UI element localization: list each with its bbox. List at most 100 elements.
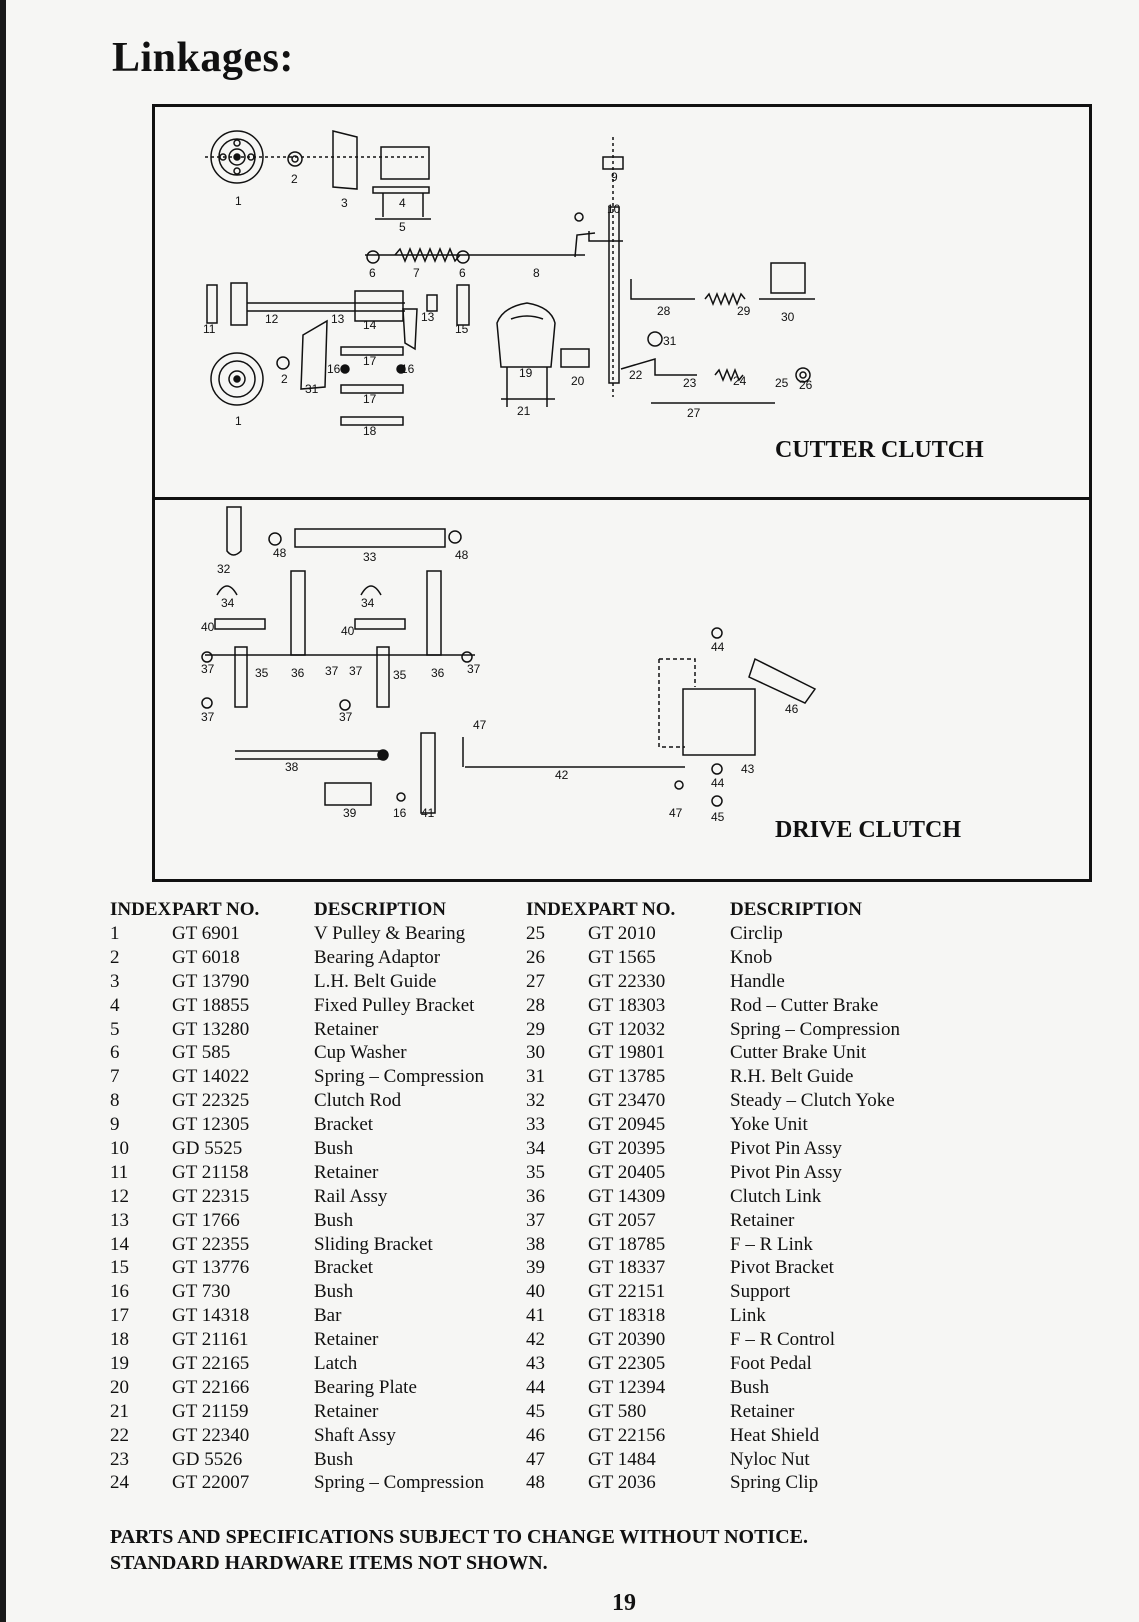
part-number: GT 20395 xyxy=(588,1138,666,1160)
part-index: 31 xyxy=(526,1066,545,1088)
part-description: Spring – Compression xyxy=(730,1018,900,1040)
part-index: 1 xyxy=(110,923,120,944)
part-index: 48 xyxy=(526,1472,545,1494)
svg-text:15: 15 xyxy=(455,322,469,336)
svg-text:34: 34 xyxy=(221,596,235,610)
part-index: 20 xyxy=(110,1376,129,1398)
svg-text:13: 13 xyxy=(331,312,345,326)
part-description: Rod – Cutter Brake xyxy=(730,994,879,1016)
svg-text:6: 6 xyxy=(369,266,376,280)
part-index: 16 xyxy=(110,1281,129,1303)
part-number: GT 22007 xyxy=(172,1472,250,1494)
footer-line-2: STANDARD HARDWARE ITEMS NOT SHOWN. xyxy=(110,1552,548,1574)
part-number: GT 730 xyxy=(172,1281,231,1303)
part-number: GT 22355 xyxy=(172,1233,250,1255)
part-number: GT 14022 xyxy=(172,1066,250,1088)
svg-text:12: 12 xyxy=(265,312,279,326)
svg-text:13: 13 xyxy=(421,310,435,324)
svg-text:16: 16 xyxy=(401,362,415,376)
part-description: Clutch Link xyxy=(730,1185,822,1207)
part-number: GT 20390 xyxy=(588,1329,666,1351)
part-index: 45 xyxy=(526,1400,545,1422)
part-description: Bearing Plate xyxy=(314,1376,417,1398)
cutter-clutch-label: CUTTER CLUTCH xyxy=(775,437,984,463)
part-description: Steady – Clutch Yoke xyxy=(730,1090,895,1112)
part-index: 10 xyxy=(110,1138,129,1160)
part-number: GT 13785 xyxy=(588,1066,666,1088)
part-index: 42 xyxy=(526,1329,545,1351)
svg-text:40: 40 xyxy=(201,620,215,634)
svg-text:48: 48 xyxy=(273,546,287,560)
svg-text:42: 42 xyxy=(555,768,569,782)
svg-text:8: 8 xyxy=(533,266,540,280)
part-description: Cutter Brake Unit xyxy=(730,1042,867,1064)
footer-notice: PARTS AND SPECIFICATIONS SUBJECT TO CHAN… xyxy=(110,1524,808,1576)
part-number: GT 19801 xyxy=(588,1042,666,1064)
table-row: 28 GT 18303 Rod – Cutter Brake xyxy=(526,994,940,1018)
part-number: GT 18855 xyxy=(172,994,250,1016)
part-index: 13 xyxy=(110,1209,129,1231)
svg-text:37: 37 xyxy=(349,664,363,678)
part-description: Spring Clip xyxy=(730,1472,819,1494)
part-index: 21 xyxy=(110,1400,129,1422)
part-description: Pivot Pin Assy xyxy=(730,1161,842,1183)
svg-text:37: 37 xyxy=(201,710,215,724)
svg-text:2: 2 xyxy=(281,372,288,386)
part-number: GT 22151 xyxy=(588,1281,666,1303)
svg-text:6: 6 xyxy=(459,266,466,280)
footer-line-1: PARTS AND SPECIFICATIONS SUBJECT TO CHAN… xyxy=(110,1526,808,1548)
svg-text:7: 7 xyxy=(413,266,420,280)
part-description: Bush xyxy=(314,1138,354,1160)
part-number: GT 22340 xyxy=(172,1424,250,1446)
svg-text:20: 20 xyxy=(571,374,585,388)
svg-text:31: 31 xyxy=(305,382,319,396)
page-number: 19 xyxy=(612,1590,636,1616)
part-number: GT 22166 xyxy=(172,1376,250,1398)
part-description: Handle xyxy=(730,970,785,992)
svg-text:37: 37 xyxy=(201,662,215,676)
svg-text:44: 44 xyxy=(711,640,725,654)
part-index: 27 xyxy=(526,970,545,992)
part-number: GT 12394 xyxy=(588,1376,666,1398)
part-number: GT 23470 xyxy=(588,1090,666,1112)
table-row: 32 GT 23470 Steady – Clutch Yoke xyxy=(526,1089,940,1113)
part-number: GT 12032 xyxy=(588,1018,666,1040)
part-index: 47 xyxy=(526,1448,545,1470)
svg-text:38: 38 xyxy=(285,760,299,774)
part-description: Clutch Rod xyxy=(314,1090,402,1112)
svg-text:18: 18 xyxy=(363,424,377,438)
drive-clutch-label: DRIVE CLUTCH xyxy=(775,817,962,843)
part-description: Bracket xyxy=(314,1257,374,1279)
part-index: 3 xyxy=(110,970,120,992)
svg-text:36: 36 xyxy=(431,666,445,680)
part-description: L.H. Belt Guide xyxy=(314,970,437,992)
svg-text:2: 2 xyxy=(291,172,298,186)
part-index: 37 xyxy=(526,1209,545,1231)
part-index: 28 xyxy=(526,994,545,1016)
part-number: GT 21159 xyxy=(172,1400,249,1422)
part-description: Sliding Bracket xyxy=(314,1233,433,1255)
part-description: Spring – Compression xyxy=(314,1472,484,1494)
svg-text:36: 36 xyxy=(291,666,305,680)
part-number: GT 22156 xyxy=(588,1424,666,1446)
part-number: GT 2010 xyxy=(588,923,656,944)
part-description: Retainer xyxy=(730,1400,795,1422)
part-description: R.H. Belt Guide xyxy=(730,1066,854,1088)
part-index: 22 xyxy=(110,1424,129,1446)
part-index: 32 xyxy=(526,1090,545,1112)
part-number: GT 18303 xyxy=(588,994,666,1016)
part-index: 9 xyxy=(110,1114,120,1136)
part-description: Yoke Unit xyxy=(730,1114,808,1136)
part-number: GT 18318 xyxy=(588,1305,666,1327)
svg-text:21: 21 xyxy=(517,404,531,418)
part-description: Retainer xyxy=(314,1329,379,1351)
